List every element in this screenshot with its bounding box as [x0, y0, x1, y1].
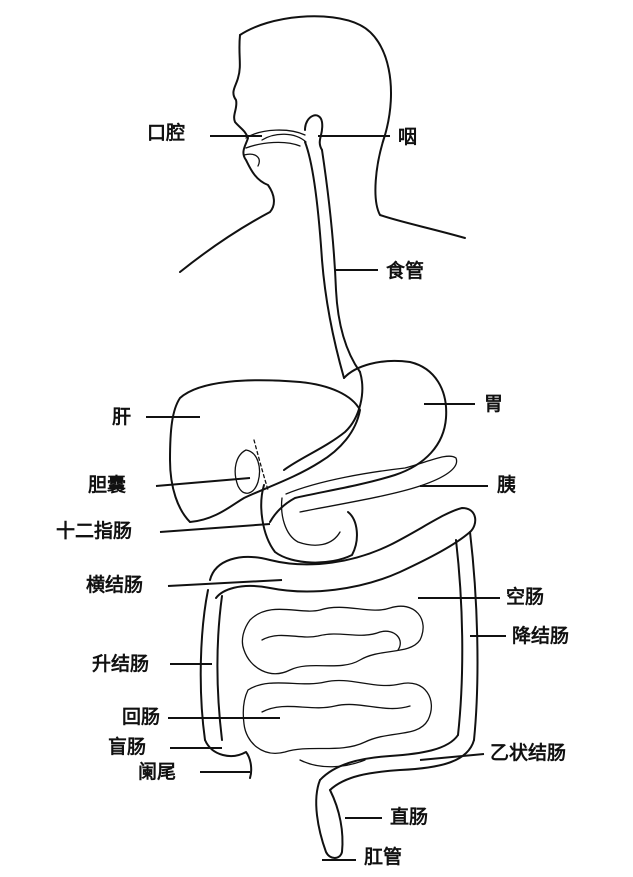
label-gallbladder: 胆囊	[88, 474, 127, 496]
label-ascending-colon: 升结肠	[92, 653, 150, 675]
esophagus-tube-back	[321, 149, 361, 373]
label-ileum: 回肠	[122, 706, 161, 728]
tongue	[261, 133, 307, 143]
head-outline	[239, 15, 466, 239]
label-rectum: 直肠	[390, 806, 429, 828]
label-pharynx: 咽	[398, 126, 418, 148]
bile-duct	[253, 439, 269, 491]
sigmoid-colon-shape	[319, 734, 475, 791]
gallbladder-shape	[234, 449, 261, 494]
liver-shape	[169, 379, 361, 523]
label-esophagus: 食管	[386, 260, 425, 282]
label-anal-canal: 肛管	[364, 846, 403, 868]
label-sigmoid-colon: 乙状结肠	[490, 742, 567, 764]
ascending-colon-shape	[199, 589, 223, 741]
leader-duodenum	[159, 523, 271, 533]
pharynx-shape	[304, 114, 324, 151]
label-jejunum: 空肠	[506, 586, 545, 608]
leader-sigmoid-colon	[419, 753, 485, 761]
face-outline	[179, 34, 275, 273]
label-descending-colon: 降结肠	[512, 625, 570, 647]
label-appendix: 阑尾	[138, 761, 177, 783]
label-cecum: 盲肠	[108, 736, 147, 758]
label-transverse-colon: 横结肠	[86, 574, 144, 596]
stomach-inner	[283, 371, 364, 471]
stomach-shape	[269, 360, 448, 523]
cecum-shape	[204, 739, 253, 779]
label-duodenum: 十二指肠	[56, 520, 133, 542]
duodenum-inner	[280, 497, 341, 546]
label-liver: 肝	[112, 406, 132, 428]
leader-gallbladder	[155, 477, 251, 487]
pancreas-shape	[285, 455, 458, 513]
esophagus-tube	[304, 141, 345, 379]
leader-transverse-colon	[167, 579, 283, 587]
label-pancreas: 胰	[497, 474, 517, 496]
duodenum-shape	[260, 484, 358, 564]
descending-colon-shape	[455, 531, 479, 741]
small-intestine-coils	[241, 605, 433, 768]
label-mouth: 口腔	[147, 122, 186, 144]
rectum-shape	[315, 779, 344, 859]
label-stomach: 胃	[484, 393, 504, 415]
transverse-colon-shape	[209, 507, 477, 599]
